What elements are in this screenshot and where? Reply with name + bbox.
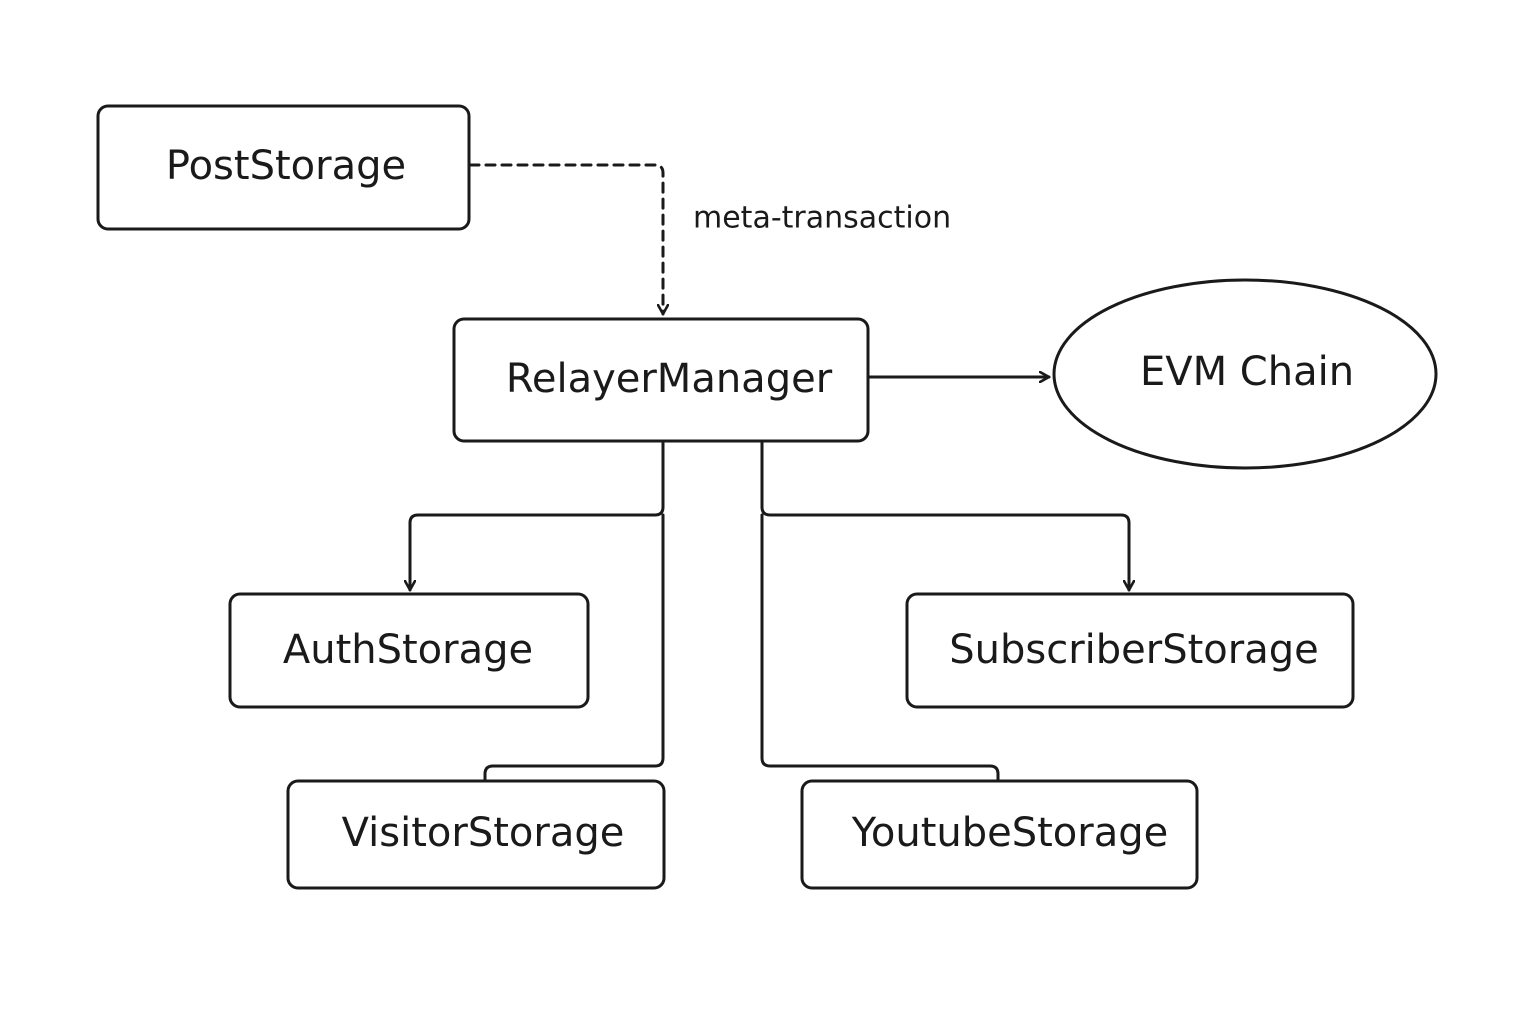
node-youtube-storage: YoutubeStorage xyxy=(800,779,1199,890)
edge-relayer-to-auth xyxy=(410,441,665,592)
edge-label-meta-transaction: meta-transaction xyxy=(693,201,951,236)
node-label: RelayerManager xyxy=(506,356,833,402)
edge-relayer-to-youtube xyxy=(760,513,1000,782)
node-label: SubscriberStorage xyxy=(949,627,1318,673)
node-auth-storage: AuthStorage xyxy=(228,592,590,709)
node-label: PostStorage xyxy=(166,143,406,189)
node-relayer-manager: RelayerManager xyxy=(452,317,870,443)
node-label: VisitorStorage xyxy=(342,810,625,856)
node-label: YoutubeStorage xyxy=(851,810,1168,856)
node-label: EVM Chain xyxy=(1140,349,1354,395)
edge-relayer-to-subscriber xyxy=(760,441,1129,592)
edge-post-to-relayer xyxy=(468,163,663,316)
edges: meta-transaction xyxy=(410,163,1129,782)
node-subscriber-storage: SubscriberStorage xyxy=(905,592,1355,709)
node-visitor-storage: VisitorStorage xyxy=(286,779,666,890)
node-post-storage: PostStorage xyxy=(96,104,471,231)
edge-relayer-to-visitor xyxy=(483,513,665,782)
node-label: AuthStorage xyxy=(283,627,533,673)
node-evm-chain: EVM Chain xyxy=(1052,278,1438,470)
